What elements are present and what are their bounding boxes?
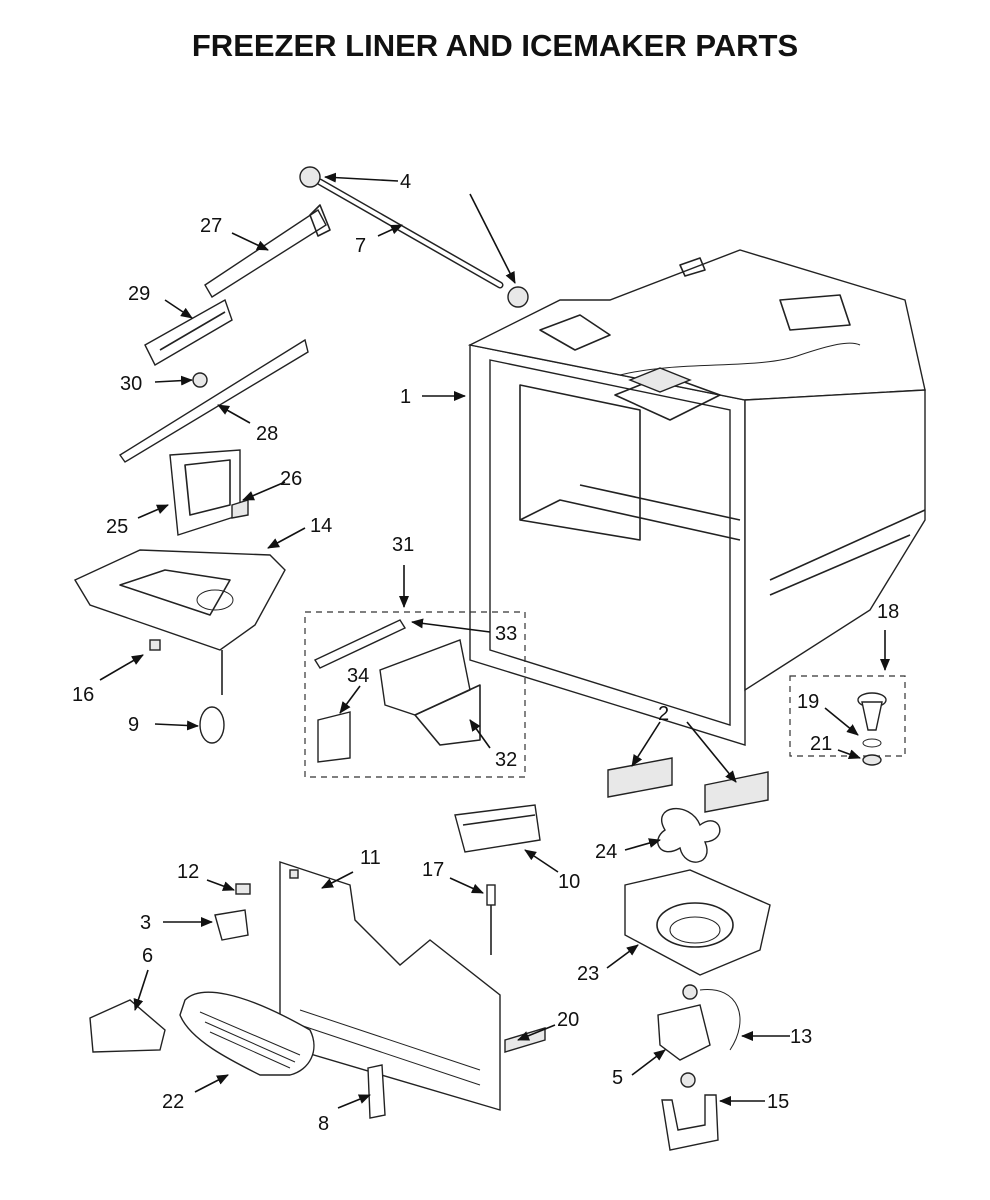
callout-labels: 4 27 7 29 30 1 28 26 25 14 31 33 18 34 1… xyxy=(72,171,899,1135)
auger-rod xyxy=(299,166,529,308)
callout-23: 23 xyxy=(577,963,599,985)
icemaker-assembly xyxy=(313,619,481,763)
callout-21: 21 xyxy=(810,733,832,755)
ice-tray xyxy=(454,804,541,955)
callout-12: 12 xyxy=(177,861,199,883)
callout-25: 25 xyxy=(106,516,128,538)
fill-tube-parts xyxy=(857,692,887,766)
callout-33: 33 xyxy=(495,623,517,645)
callout-26: 26 xyxy=(280,468,302,490)
leader-lines xyxy=(99,172,890,1109)
callout-34: 34 xyxy=(347,665,369,687)
callout-32: 32 xyxy=(495,749,517,771)
callout-27: 27 xyxy=(200,215,222,237)
callout-22: 22 xyxy=(162,1091,184,1113)
callout-8: 8 xyxy=(318,1113,329,1135)
callout-9: 9 xyxy=(128,714,139,736)
callout-29: 29 xyxy=(128,283,150,305)
callout-5: 5 xyxy=(612,1067,623,1089)
callout-24: 24 xyxy=(595,841,617,863)
callout-14: 14 xyxy=(310,515,332,537)
callout-30: 30 xyxy=(120,373,142,395)
callout-4a: 4 xyxy=(400,171,411,193)
panel-fasteners xyxy=(214,883,251,941)
insulation-pads xyxy=(607,757,769,813)
fill-tube-group-box xyxy=(789,675,906,757)
callout-2: 2 xyxy=(658,703,669,725)
callout-28: 28 xyxy=(256,423,278,445)
callout-1: 1 xyxy=(400,386,411,408)
callout-3: 3 xyxy=(140,912,151,934)
callout-18: 18 xyxy=(877,601,899,623)
callout-16: 16 xyxy=(72,684,94,706)
evaporator-cover xyxy=(279,861,546,1111)
grille-and-covers xyxy=(89,991,386,1119)
callout-10: 10 xyxy=(558,871,580,893)
callout-20: 20 xyxy=(557,1009,579,1031)
callout-31: 31 xyxy=(392,534,414,556)
callout-7: 7 xyxy=(355,235,366,257)
callout-11: 11 xyxy=(360,847,381,869)
icemaker-group-box xyxy=(304,611,526,778)
callout-15: 15 xyxy=(767,1091,789,1113)
evaporator-fan-assembly xyxy=(624,808,771,1151)
ice-bucket-housing xyxy=(73,549,286,744)
callout-13: 13 xyxy=(790,1026,812,1048)
callout-19: 19 xyxy=(797,691,819,713)
callout-17: 17 xyxy=(422,859,444,881)
left-rails xyxy=(118,204,331,536)
page-title: FREEZER LINER AND ICEMAKER PARTS xyxy=(191,28,799,63)
callout-6: 6 xyxy=(142,945,153,967)
freezer-liner xyxy=(467,249,926,746)
